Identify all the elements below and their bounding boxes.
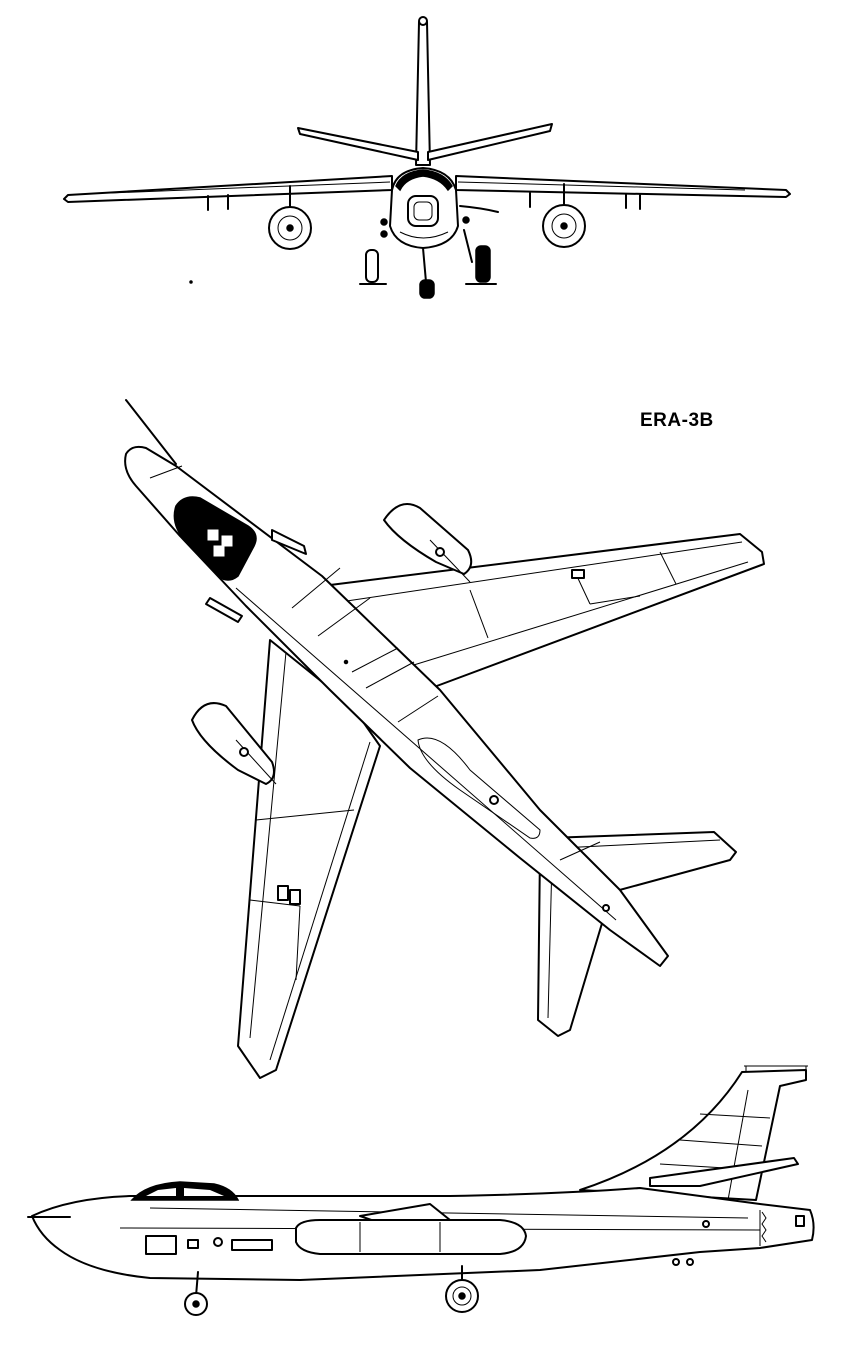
side-engine-nacelle [295, 1219, 527, 1255]
front-view [63, 16, 791, 299]
front-left-main-gear [365, 249, 379, 283]
top-view [124, 399, 765, 1079]
side-panel [145, 1235, 177, 1255]
front-right-stabilizer [427, 123, 553, 161]
front-right-main-gear [475, 245, 491, 283]
aircraft-designation: ERA-3B [640, 410, 714, 431]
front-left-stabilizer [297, 127, 419, 161]
front-fuselage [380, 167, 499, 249]
side-nose-gear [184, 1271, 208, 1316]
front-landing-gear [359, 229, 497, 299]
front-fin [415, 21, 431, 166]
front-left-engine [268, 206, 312, 250]
side-stabilizer [649, 1157, 799, 1187]
top-fuselage [124, 445, 669, 967]
top-lower-engine [191, 702, 277, 785]
drawing-speck [189, 280, 193, 284]
side-view [27, 1065, 815, 1316]
top-upper-engine [383, 503, 473, 583]
front-right-engine [542, 204, 586, 248]
fin-tip-antenna [418, 16, 428, 26]
front-left-wing [63, 175, 393, 203]
side-main-gear [445, 1265, 479, 1313]
top-refuel-probe [125, 399, 177, 465]
